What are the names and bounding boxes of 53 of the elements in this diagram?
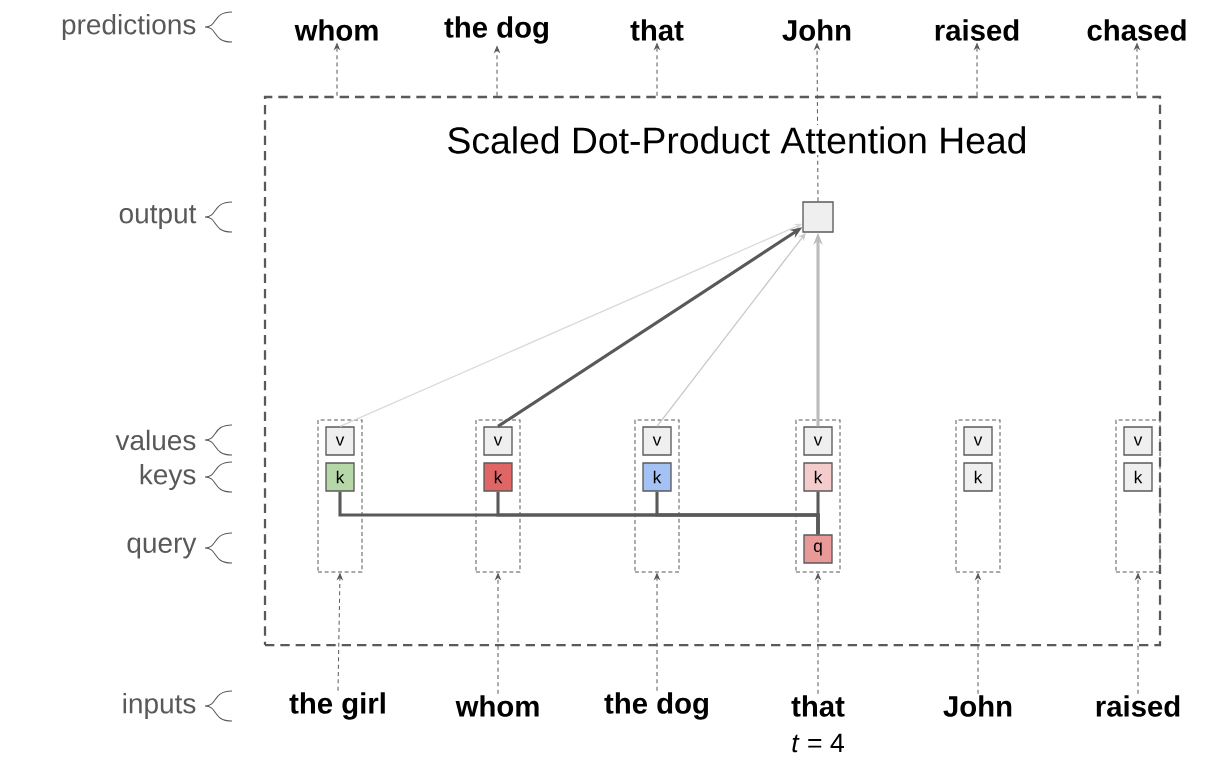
arrow [494, 46, 500, 97]
row-label: keys [140, 463, 196, 491]
column-box [795, 419, 841, 573]
vector-box: k [483, 462, 513, 492]
column-box [475, 419, 521, 573]
word-label: whom [455, 695, 539, 717]
word-label: whom [294, 19, 378, 41]
row-label: inputs [123, 692, 196, 720]
vector-box: q [803, 534, 833, 564]
vector-box: v [963, 426, 993, 456]
row-label: output [119, 205, 197, 229]
word-label: the dog [604, 692, 708, 720]
arrow [334, 43, 340, 97]
vector-box: v [803, 426, 833, 456]
arrow [814, 43, 820, 202]
column-box [317, 419, 363, 573]
word-label: John [943, 695, 1012, 717]
word-label: chased [1087, 19, 1186, 41]
column-box [1115, 419, 1161, 573]
time-step-label: t = 4 [792, 733, 844, 753]
word-label: that [791, 695, 845, 717]
title-text: Scaled Dot-Product Attention Head [445, 124, 1029, 156]
arrow [975, 573, 981, 695]
arrow [337, 573, 343, 692]
arrow [1135, 573, 1141, 695]
word-label: John [782, 19, 851, 41]
row-label: values [115, 429, 196, 451]
vector-box: v [325, 426, 355, 456]
vector-box: k [1123, 462, 1153, 492]
arrow [974, 43, 980, 97]
vector-box: k [803, 462, 833, 492]
arrow [654, 43, 660, 97]
vector-box: k [963, 462, 993, 492]
arrow [495, 573, 501, 695]
column-box [955, 419, 1001, 573]
row-label: query [127, 537, 197, 559]
word-label: raised [1096, 695, 1180, 717]
column-box [634, 419, 680, 573]
vector-box: v [1123, 426, 1153, 456]
vector-box: k [325, 462, 355, 492]
arrow [815, 573, 821, 695]
arrow [654, 573, 660, 692]
dashed-frame [263, 95, 1162, 647]
word-label: the girl [289, 692, 385, 720]
vector-box: k [642, 462, 672, 492]
word-label: that [630, 19, 684, 41]
vector-box: v [483, 426, 513, 456]
word-label: the dog [444, 16, 548, 44]
vector-box: v [642, 426, 672, 456]
output-box [802, 201, 834, 233]
row-label: predictions [62, 13, 196, 41]
word-label: raised [935, 19, 1019, 41]
arrow [1134, 43, 1140, 97]
